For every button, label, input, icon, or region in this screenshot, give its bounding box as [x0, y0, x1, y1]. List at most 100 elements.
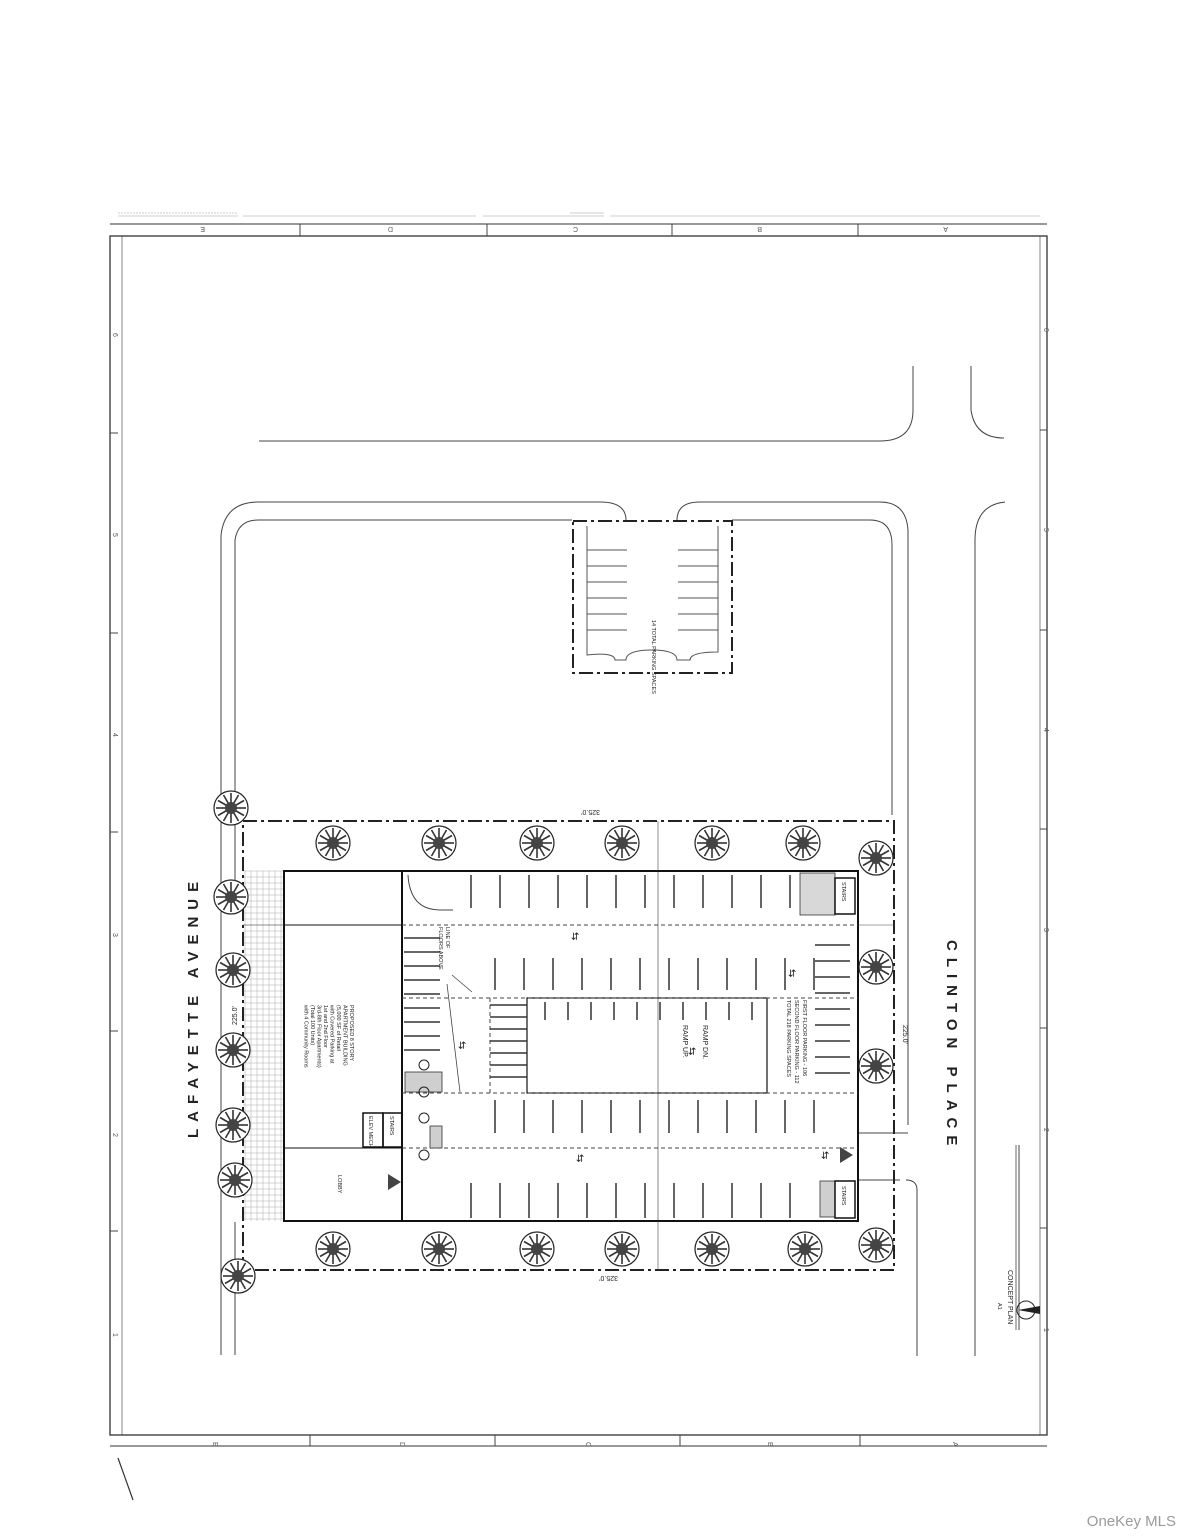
sidewalk-hatch [243, 870, 284, 1221]
elev-mech-label: ELEV MECH [367, 1116, 373, 1148]
grid-letter-bottom-d: D [398, 1442, 405, 1447]
stair-blocks [362, 872, 856, 1219]
traffic-arrows: ⇆ ⇆ ⇆ ⇆ ⇆ ⇆ [456, 932, 830, 1162]
building-description-line: PROPOSED 8 STORY [348, 1005, 354, 1061]
clinton-place-label: CLINTON PLACE [943, 940, 960, 1152]
grid-number-right-5: 5 [1042, 528, 1049, 532]
building-outline [283, 870, 859, 1222]
tree-icon [787, 1231, 823, 1267]
grid-letter-top-d: D [388, 225, 393, 232]
building-description-line: (Total 100 Units) [309, 1005, 315, 1045]
tree-icon [315, 825, 351, 861]
tree-icon [694, 1231, 730, 1267]
grid-number-left-5: 5 [111, 533, 118, 537]
property-boundary [242, 520, 895, 1271]
grid-letter-bottom-a: A [951, 1442, 958, 1447]
tree-icon [213, 879, 249, 915]
floors-above-lines [402, 924, 858, 1149]
tree-icon [858, 949, 894, 985]
tree-icon [519, 825, 555, 861]
tree-icon [217, 1162, 253, 1198]
accessible-parking-icons [418, 1059, 430, 1161]
arrow-icon: ⇆ [456, 1041, 467, 1049]
lafayette-avenue-label: LAFAYETTE AVENUE [185, 875, 202, 1138]
sheet-number: A1 [996, 1303, 1002, 1310]
streets-curbs [220, 366, 1020, 1356]
grid-number-left-6: 6 [111, 333, 118, 337]
grid-letter-top-a: A [943, 225, 948, 232]
grid-letter-bottom-b: B [766, 1442, 773, 1447]
stairs-building-label: STAIRS [388, 1116, 394, 1136]
tree-icon [421, 1231, 457, 1267]
arrow-icon: ⇆ [819, 1151, 830, 1159]
grid-letter-bottom-c: C [584, 1442, 591, 1447]
grid-number-left-1: 1 [111, 1333, 118, 1337]
building-description-line: 3rd-8th Floor Apartments) [316, 1005, 322, 1068]
dimension-west: 225.0' [232, 1006, 239, 1025]
tree-icon [604, 1231, 640, 1267]
grid-letter-top-b: B [757, 225, 762, 232]
parking-summary-line: SECOND FLOOR PARKING - 112 [793, 1000, 799, 1084]
arrow-icon: ⇆ [569, 932, 580, 940]
grid-number-left-3: 3 [111, 933, 118, 937]
grid-number-right-3: 3 [1042, 928, 1049, 932]
tree-icon [604, 825, 640, 861]
line-of-floors-text: FLOORS ABOVE [437, 927, 443, 970]
grid-number-left-4: 4 [111, 733, 118, 737]
tree-icon [858, 1227, 894, 1263]
building-description-line: (5,000 SF of Retail [335, 1005, 341, 1051]
stairs-south-label: STAIRS [840, 1186, 846, 1206]
parking-summary-line: FIRST FLOOR PARKING - 106 [801, 1000, 807, 1076]
garage-stalls [404, 875, 850, 1218]
arrow-icon: ⇆ [686, 1047, 697, 1055]
grid-letter-bottom-e: E [211, 1442, 218, 1447]
building-description-line: 1st and 2nd Floor [322, 1005, 328, 1048]
tree-icon [785, 825, 821, 861]
line-of-floors-text: LINE OF [444, 927, 450, 949]
watermark: OneKey MLS [1086, 1513, 1176, 1530]
trees [213, 790, 894, 1294]
dimension-marks [243, 821, 894, 1270]
tree-icon [215, 1032, 251, 1068]
dimension-south: 325.0' [599, 1274, 618, 1281]
arrow-icon: ⇆ [574, 1154, 585, 1162]
grid-number-right-2: 2 [1042, 1128, 1049, 1132]
entry-arrows [388, 1147, 853, 1190]
tree-icon [213, 790, 249, 826]
title-block: A1 CONCEPT PLAN [996, 1145, 1040, 1330]
grid-number-left-2: 2 [111, 1133, 118, 1137]
tree-icon [694, 825, 730, 861]
building-description-line: APARTMENT BUILDING [342, 1005, 348, 1066]
tree-icon [315, 1231, 351, 1267]
floors-leader [446, 974, 473, 1093]
pen-mark [117, 1457, 134, 1501]
tree-icon [220, 1258, 256, 1294]
grid-number-right-1: 1 [1042, 1328, 1049, 1332]
tree-icon [519, 1231, 555, 1267]
grid-labels: E D C B A E D C B A 1 2 3 4 5 6 1 2 3 4 … [111, 225, 1049, 1447]
title-strip [118, 212, 1040, 217]
grid-number-right-6: 6 [1042, 328, 1049, 332]
grid-ticks [110, 224, 1047, 1446]
arrow-icon: ⇆ [786, 969, 797, 977]
tree-icon [215, 1107, 251, 1143]
ramp-up-label: RAMP UP. [681, 1025, 688, 1058]
tree-icon [858, 840, 894, 876]
grid-letter-top-e: E [200, 225, 205, 232]
building-description-line: with 4 Community Rooms [303, 1004, 309, 1068]
sheet-frame [109, 223, 1048, 1447]
lobby-label: LOBBY [336, 1175, 342, 1194]
dimension-east: 225.0' [901, 1025, 908, 1044]
tree-icon [421, 825, 457, 861]
ramp-dn-label: RAMP DN. [701, 1025, 708, 1059]
tree-icon [215, 952, 251, 988]
lot-label: 14 TOTAL PARKING SPACES [650, 620, 656, 694]
north-arrow-icon [1018, 1306, 1040, 1314]
building-description-line: with Covered Parking at [329, 1004, 335, 1064]
stairs-north-label: STAIRS [840, 882, 846, 902]
grid-number-right-4: 4 [1042, 728, 1049, 732]
